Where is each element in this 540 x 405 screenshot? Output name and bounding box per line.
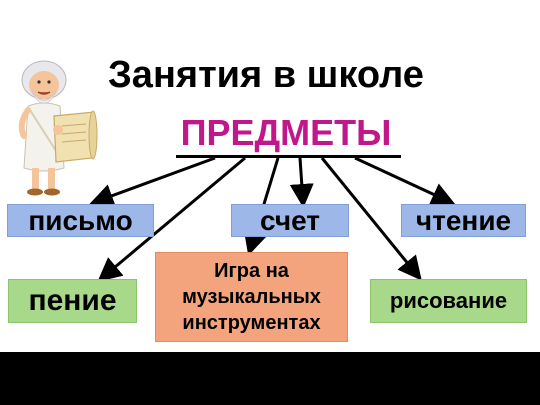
subject-box-schet: счет	[231, 204, 349, 237]
slide-title: Занятия в школе	[108, 54, 424, 96]
slide: Занятия в школе ПРЕДМЕТЫ письмо счет чте…	[0, 0, 540, 352]
arrow-to-penie	[97, 156, 246, 282]
subject-box-chtenie: чтение	[401, 204, 526, 237]
subject-box-igra: Игра на музыкальных инструментах	[155, 252, 348, 342]
arrow-to-chtenie	[354, 156, 456, 206]
subtitle-underline	[176, 155, 401, 158]
arrow-to-schet	[289, 157, 314, 208]
subject-box-penie: пение	[8, 279, 137, 323]
subtitle-subjects: ПРЕДМЕТЫ	[180, 112, 392, 153]
arrow-to-pismo	[89, 156, 216, 208]
subject-box-pismo: письмо	[7, 204, 154, 237]
teacher-illustration	[18, 60, 98, 196]
subject-box-risovanie: рисование	[370, 279, 527, 323]
arrow-to-risovanie	[320, 157, 422, 281]
